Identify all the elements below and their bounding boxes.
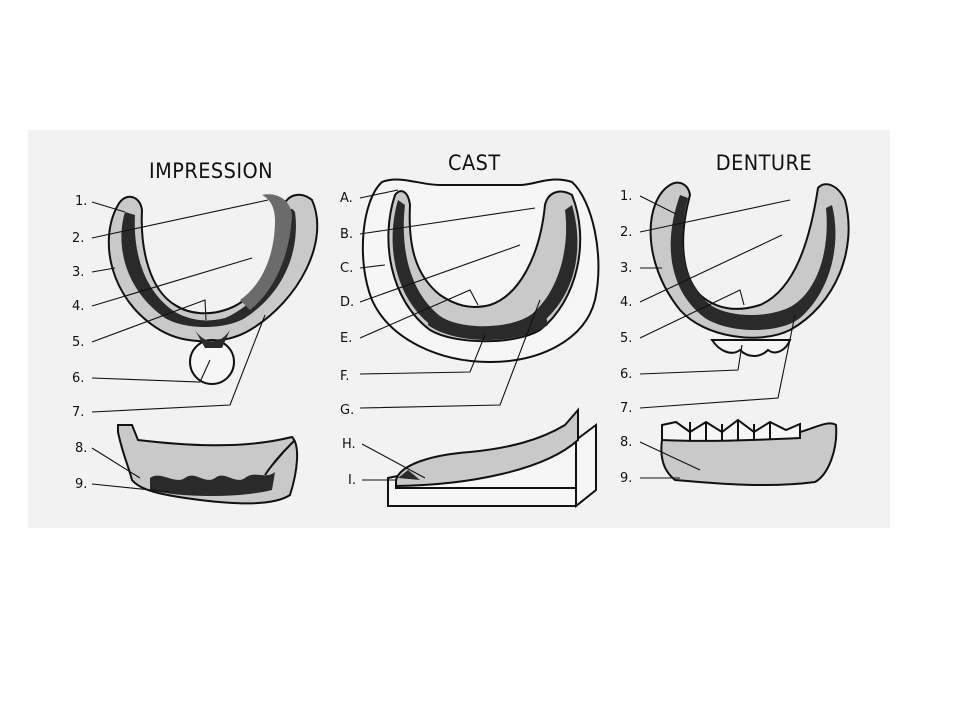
cast-label-i: I.	[348, 473, 356, 488]
impression-label-5: 5.	[72, 335, 84, 350]
cast-label-e: E.	[340, 331, 352, 346]
denture-label-8: 8.	[620, 435, 632, 450]
cast-label-a: A.	[340, 191, 353, 206]
cast-labels: A. B. C. D. E. F. G. H. I.	[340, 191, 356, 488]
denture-title: DENTURE	[716, 150, 812, 175]
impression-label-4: 4.	[72, 299, 84, 314]
denture-label-2: 2.	[620, 225, 632, 240]
impression-label-7: 7.	[72, 405, 84, 420]
denture-label-7: 7.	[620, 401, 632, 416]
denture-label-1: 1.	[620, 189, 632, 204]
impression-side	[117, 424, 298, 505]
impression-label-1: 1.	[75, 194, 87, 209]
cast-label-g: G.	[340, 403, 354, 418]
cast-side	[387, 407, 597, 509]
impression-title: IMPRESSION	[149, 158, 273, 183]
denture-label-3: 3.	[620, 261, 632, 276]
impression-leaders	[91, 199, 269, 493]
denture-label-6: 6.	[620, 367, 632, 382]
cast-label-c: C.	[340, 261, 353, 276]
denture-labels: 1. 2. 3. 4. 5. 6. 7. 8. 9.	[620, 189, 632, 486]
denture-label-9: 9.	[620, 471, 632, 486]
impression-label-2: 2.	[72, 231, 84, 246]
cast-label-f: F.	[340, 369, 350, 384]
denture-label-5: 5.	[620, 331, 632, 346]
denture-side	[660, 418, 838, 487]
cast-label-h: H.	[342, 437, 356, 452]
impression-label-6: 6.	[72, 371, 84, 386]
impression-labels: 1. 2. 3. 4. 5. 6. 7. 8. 9.	[72, 194, 87, 492]
denture-arch	[649, 181, 850, 357]
cast-label-d: D.	[340, 295, 354, 310]
cast-leaders	[359, 189, 541, 481]
denture-leaders	[639, 195, 796, 479]
impression-label-8: 8.	[75, 441, 87, 456]
denture-label-4: 4.	[620, 295, 632, 310]
impression-label-9: 9.	[75, 477, 87, 492]
cast-title: CAST	[448, 150, 501, 175]
cast-label-b: B.	[340, 227, 353, 242]
impression-arch	[107, 193, 319, 385]
cast-arch	[361, 178, 600, 364]
impression-label-3: 3.	[72, 265, 84, 280]
